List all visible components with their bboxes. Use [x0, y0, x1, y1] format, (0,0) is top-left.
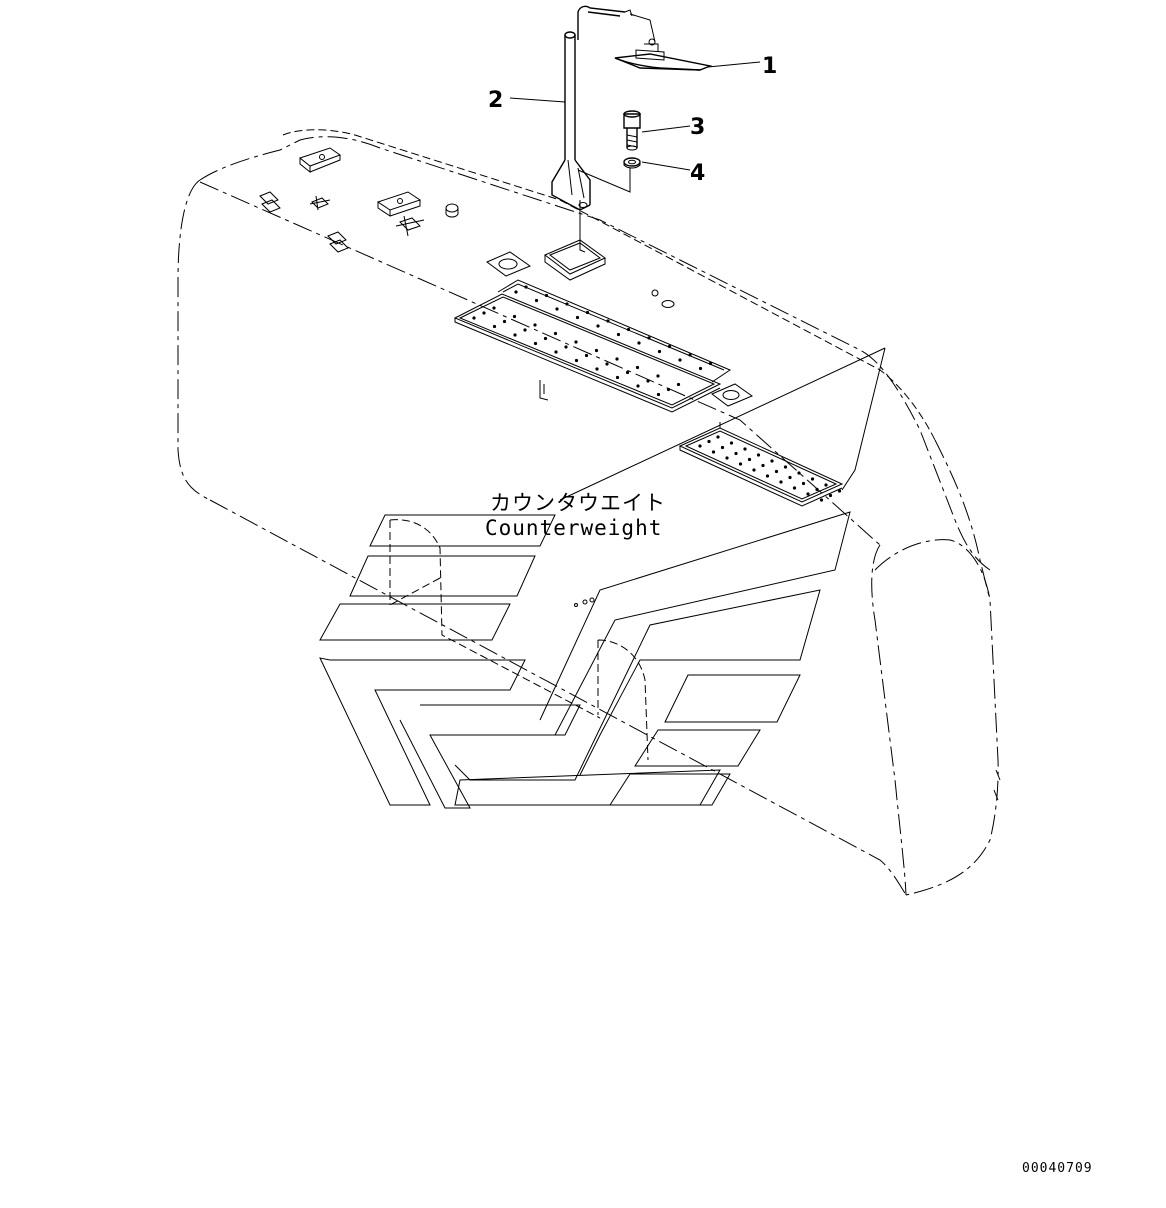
drawing-number: 00040709	[1022, 1161, 1093, 1176]
perforation-hole	[553, 331, 558, 336]
perforation-hole	[666, 387, 671, 392]
perforation-hole	[698, 444, 702, 448]
perforation-hole	[810, 477, 815, 481]
perforation-hole	[656, 392, 661, 397]
perforation-hole	[523, 328, 527, 332]
counterweight-decal	[319, 511, 851, 809]
counterweight-body	[177, 129, 1001, 896]
perforation-hole	[596, 324, 600, 328]
perforation-hole	[555, 307, 559, 311]
perforation-hole	[734, 451, 738, 456]
part-3-bolt	[623, 110, 641, 151]
perforation-hole	[678, 358, 682, 362]
perforation-hole	[801, 481, 806, 486]
perforation-hole	[716, 435, 720, 439]
perforation-hole	[837, 489, 842, 493]
perforation-hole	[512, 314, 517, 319]
perforation-hole	[676, 382, 681, 387]
perforation-hole	[756, 453, 761, 457]
perforation-hole	[667, 344, 672, 349]
perforation-hole	[514, 290, 518, 294]
perforation-hole	[792, 486, 797, 490]
perforation-hole	[616, 332, 621, 337]
perforation-hole	[824, 483, 828, 487]
perforation-hole	[472, 316, 476, 320]
perforation-hole	[606, 319, 610, 323]
part-1-lamp	[614, 13, 713, 71]
perforation-hole	[765, 474, 770, 478]
callout-japanese: カウンタウエイト	[490, 491, 666, 515]
perforation-hole	[657, 349, 662, 354]
perforation-hole	[533, 323, 537, 327]
perforation-hole	[584, 353, 589, 358]
perforation-hole	[534, 298, 539, 303]
perforation-hole	[647, 336, 651, 340]
perforation-hole	[615, 357, 619, 361]
perforation-hole	[636, 384, 640, 388]
callout-english: Counterweight	[485, 516, 662, 540]
perforation-hole	[594, 348, 599, 353]
perforation-hole	[615, 375, 620, 380]
perforation-hole	[797, 471, 801, 475]
perforation-hole	[828, 493, 833, 498]
perforation-hole	[806, 492, 810, 496]
perforation-hole	[761, 463, 765, 468]
perforation-hole	[585, 310, 590, 315]
perforation-holes	[472, 285, 842, 502]
perforation-hole	[707, 439, 711, 444]
perforation-hole	[774, 469, 779, 474]
perforation-hole	[725, 456, 729, 460]
assembly-line	[577, 168, 631, 193]
perforation-hole	[779, 480, 783, 484]
perforation-hole	[574, 340, 578, 344]
perforation-hole	[783, 465, 788, 469]
part-number-2: 2	[488, 88, 503, 113]
perforation-hole	[708, 361, 713, 366]
callout-leader	[559, 347, 886, 501]
part-leaders	[509, 61, 761, 171]
part-2-lamp-stand	[551, 5, 633, 253]
part-number-4: 4	[690, 161, 705, 186]
perforation-hole	[637, 341, 641, 345]
perforation-hole	[513, 333, 517, 337]
perforation-hole	[625, 370, 630, 375]
perforation-hole	[595, 367, 599, 371]
top-surface-features	[259, 147, 844, 507]
perforation-hole	[544, 293, 549, 298]
perforation-hole	[788, 475, 792, 480]
perforation-hole	[554, 350, 558, 354]
perforation-hole	[752, 468, 756, 472]
perforation-hole	[770, 459, 774, 463]
perforation-hole	[711, 450, 716, 454]
perforation-hole	[738, 462, 743, 466]
perforation-hole	[482, 311, 486, 315]
part-number-3: 3	[690, 115, 705, 140]
perforation-hole	[564, 345, 568, 349]
perforation-hole	[502, 319, 507, 324]
perforation-hole	[819, 498, 824, 502]
perforation-hole	[524, 285, 528, 289]
perforation-hole	[533, 341, 538, 346]
perforation-hole	[747, 457, 752, 462]
perforation-hole	[743, 447, 747, 451]
perforation-hole	[492, 324, 497, 329]
perforation-hole	[543, 336, 548, 341]
perforation-hole	[492, 306, 496, 310]
perforation-hole	[575, 315, 580, 320]
perforation-hole	[815, 487, 819, 492]
perforation-hole	[646, 379, 650, 383]
perforation-hole	[635, 365, 640, 370]
perforation-hole	[565, 302, 569, 306]
perforation-hole	[720, 445, 725, 450]
perforation-hole	[605, 362, 609, 366]
perforation-hole	[656, 374, 660, 378]
perforation-hole	[626, 327, 631, 332]
perforation-hole	[574, 358, 579, 363]
perforation-hole	[688, 353, 692, 357]
part-number-1: 1	[762, 54, 777, 79]
perforation-hole	[729, 441, 734, 445]
part-4-washer	[623, 157, 641, 169]
perforation-hole	[698, 366, 703, 371]
